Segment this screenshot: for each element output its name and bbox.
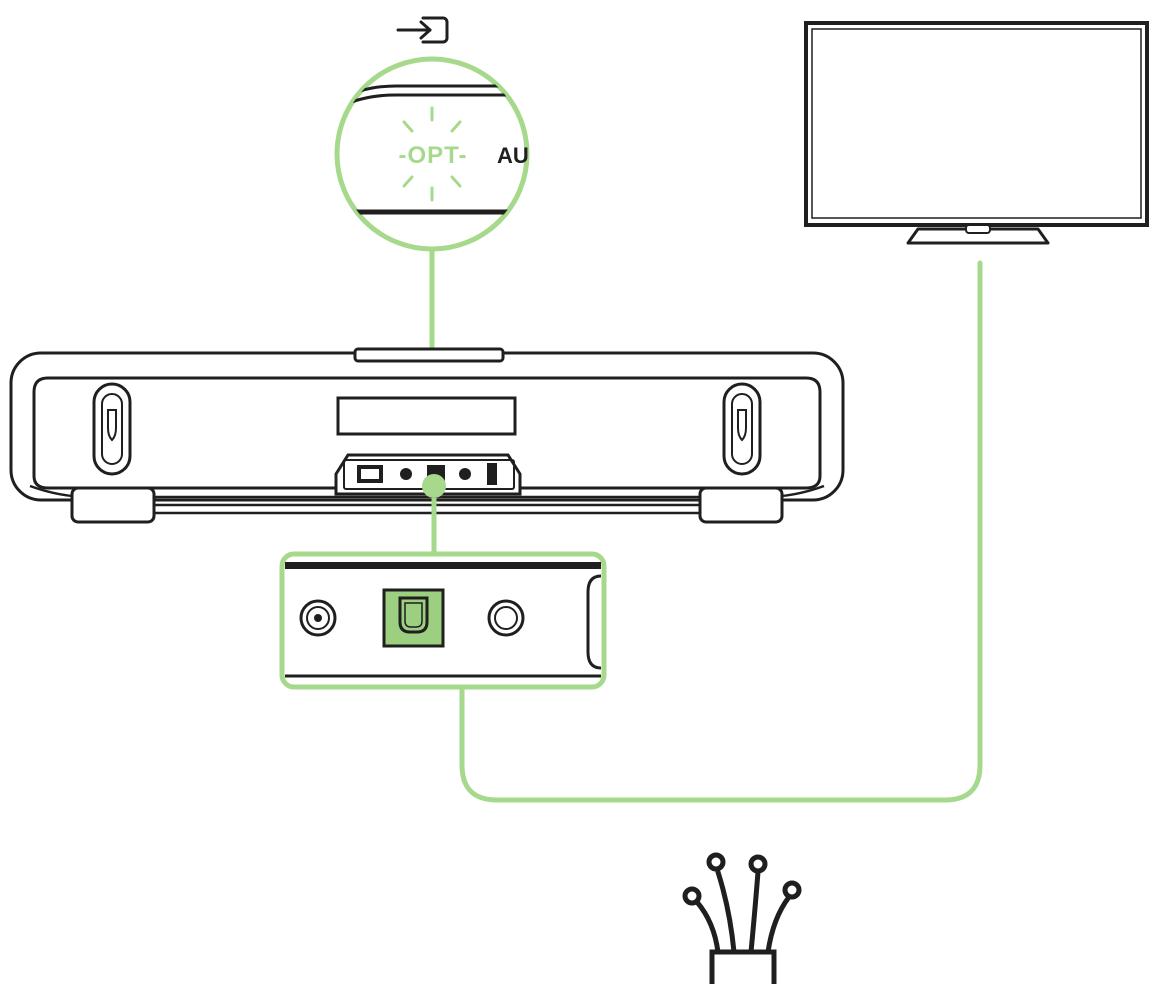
led-label-opt: -OPT- <box>399 142 468 169</box>
led-label-next: AU <box>497 143 529 168</box>
led-magnifier: -OPT- AU <box>334 56 530 252</box>
optical-jack <box>382 588 445 648</box>
optical-fiber-icon <box>682 852 802 987</box>
aux-jack <box>487 599 525 637</box>
soundbar-icon <box>9 347 845 524</box>
led-glow-rays <box>402 106 462 202</box>
tv-icon <box>804 21 1149 245</box>
coaxial-jack <box>299 599 337 637</box>
optical-port-highlight <box>422 474 446 498</box>
input-source-icon <box>396 16 449 44</box>
optical-cable <box>459 260 983 803</box>
port-zoom-panel <box>279 551 607 690</box>
